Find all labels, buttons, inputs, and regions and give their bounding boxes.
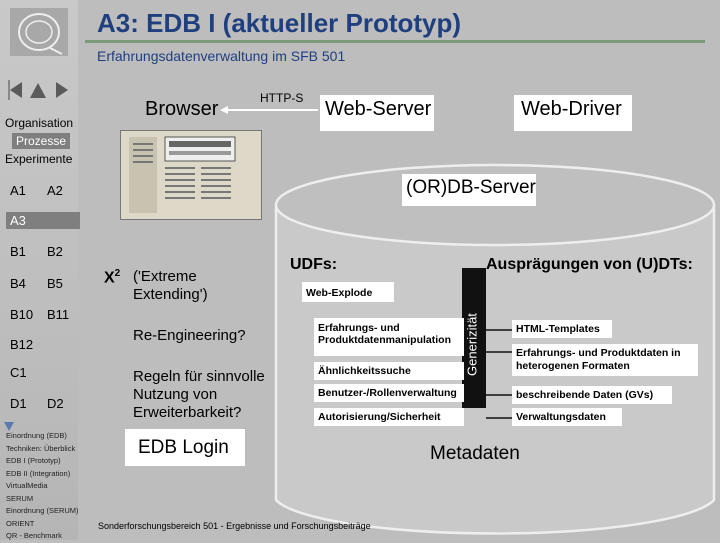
x2-label: X2 (104, 268, 120, 287)
dt-item: beschreibende Daten (GVs) (516, 389, 654, 401)
sidebar-link[interactable]: EDB II (Integration) (6, 468, 71, 478)
browser-screenshot (120, 130, 262, 220)
sidebar-item-b1[interactable]: B1 (10, 244, 26, 259)
sidebar-link[interactable]: QR - Benchmark (6, 531, 62, 540)
dt-item-box (512, 344, 698, 376)
webserver-label: Web-Server (325, 98, 432, 120)
sidebar-link[interactable]: Einordnung (EDB) (6, 431, 67, 440)
reengineering-text: Re-Engineering? (133, 327, 246, 344)
regeln-text: Regeln für sinnvolle Nutzung von Erweite… (133, 368, 265, 421)
https-arrow (220, 106, 318, 114)
title-divider (85, 40, 705, 43)
sidebar-link[interactable]: ORIENT (6, 518, 35, 528)
sidebar-link[interactable]: Einordnung (SERUM) (6, 506, 79, 515)
udf-item: Ähnlichkeitssuche (318, 365, 411, 377)
sidebar-item-experimente[interactable]: Experimente (5, 152, 73, 166)
sidebar-item-a1[interactable]: A1 (10, 183, 26, 198)
dt-item: HTML-Templates (516, 323, 600, 335)
x2-superscript: 2 (114, 268, 121, 279)
udf-item-box (314, 362, 464, 380)
browser-label: Browser (145, 98, 219, 120)
edb-login-button[interactable] (125, 429, 245, 466)
webdriver-box (514, 95, 632, 131)
page-subtitle: Erfahrungsdatenverwaltung im SFB 501 (97, 48, 346, 64)
udf-item-box (314, 384, 464, 402)
sidebar-item-b12[interactable]: B12 (10, 337, 34, 352)
sidebar-item-a2[interactable]: A2 (47, 183, 63, 198)
arrow-left-icon (8, 80, 22, 100)
sidebar-item-b5[interactable]: B5 (47, 276, 63, 291)
logo (10, 8, 68, 56)
web-explode-box (302, 282, 394, 302)
sidebar-links: Einordnung (EDB) Techniken: Überblick ED… (6, 430, 79, 543)
sidebar-link[interactable]: Techniken: Überblick (6, 443, 76, 453)
sidebar-item-organisation[interactable]: Organisation (5, 116, 74, 130)
arrow-up-icon (30, 83, 46, 98)
sidebar-item-b2[interactable]: B2 (47, 244, 63, 259)
metadaten-label: Metadaten (430, 443, 520, 464)
seal-icon (10, 8, 68, 56)
udf-item: Benutzer-/Rollenverwaltung (318, 387, 457, 399)
sidebar-item-b10[interactable]: B10 (10, 307, 34, 322)
dt-item-box (512, 320, 612, 338)
x2-base: X (104, 269, 115, 287)
sidebar-link[interactable]: EDB I (Prototyp) (6, 456, 61, 465)
x2-text: ('Extreme Extending') (133, 268, 208, 303)
sidebar-link[interactable]: VirtualMedia (6, 481, 48, 490)
dt-item: Verwaltungsdaten (516, 411, 606, 423)
sidebar-item-d2[interactable]: D2 (47, 396, 64, 411)
sidebar-item-b11[interactable]: B11 (47, 307, 70, 322)
udf-item-box (314, 408, 464, 426)
https-label: HTTP-S (260, 91, 304, 105)
dt-item-box (512, 408, 622, 426)
nav-up-button[interactable] (28, 80, 48, 100)
auspraegungen-label: Ausprägungen von (U)DTs: (486, 256, 693, 273)
nav-prev-button[interactable] (8, 80, 24, 100)
footer-text: Sonderforschungsbereich 501 - Ergebnisse… (98, 521, 371, 531)
generizitaet-bar (462, 268, 486, 408)
udf-item: Erfahrungs- und Produktdatenmanipulation (318, 322, 452, 346)
dt-item-box (512, 386, 672, 404)
udfs-label: UDFs: (290, 256, 338, 273)
edb-login-label: EDB Login (138, 437, 229, 458)
sidebar-item-a3[interactable]: A3 (6, 212, 80, 229)
page-title: A3: EDB I (aktueller Prototyp) (97, 8, 462, 38)
sidebar-item-b4[interactable]: B4 (10, 276, 26, 291)
sidebar-item-d1[interactable]: D1 (10, 396, 27, 411)
web-explode-label: Web-Explode (306, 287, 373, 299)
sidebar-item-prozesse[interactable]: Prozesse (12, 133, 71, 149)
sidebar-link[interactable]: SERUM (6, 493, 34, 503)
dt-item: Erfahrungs- und Produktdaten in heteroge… (516, 347, 681, 372)
nav-next-button[interactable] (54, 80, 70, 100)
sidebar-item-c1[interactable]: C1 (10, 365, 27, 380)
arrow-right-icon (56, 82, 68, 98)
dbserver-box (402, 174, 536, 206)
dbserver-label: (OR)DB-Server (406, 177, 536, 198)
webserver-box (320, 95, 434, 131)
udf-item: Autorisierung/Sicherheit (318, 411, 441, 423)
udf-item-box (314, 318, 464, 356)
webdriver-label: Web-Driver (521, 98, 622, 120)
current-marker-icon (4, 419, 14, 437)
